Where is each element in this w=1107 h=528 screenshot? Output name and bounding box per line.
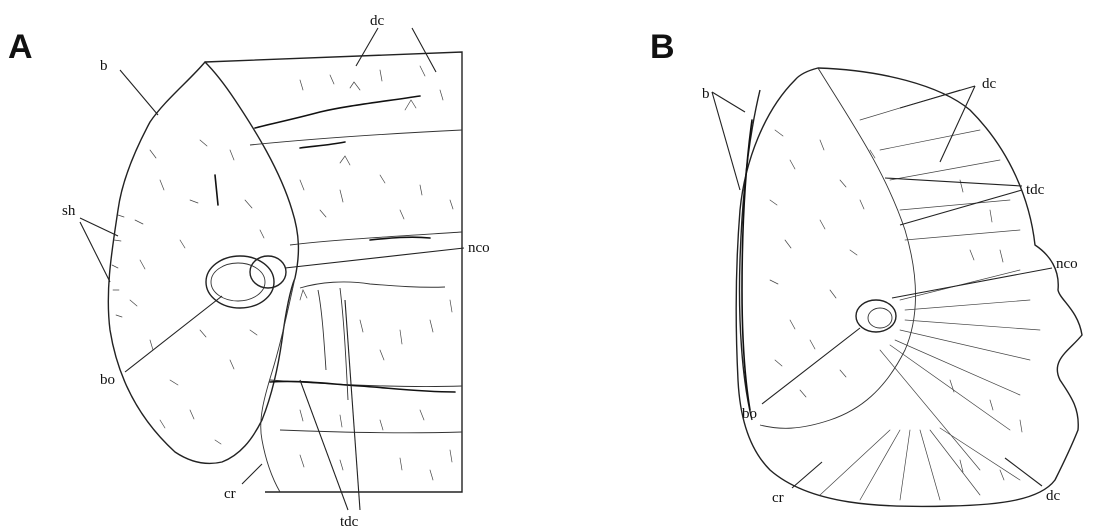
label-a-dc: dc xyxy=(370,13,385,29)
panel-a-lower-lobe xyxy=(261,278,295,492)
label-a-nco: nco xyxy=(468,240,490,256)
label-a-b: b xyxy=(100,58,108,74)
label-b-bo: bo xyxy=(742,406,757,422)
label-a-sh: sh xyxy=(62,203,76,219)
label-b-cr: cr xyxy=(772,490,784,506)
panel-a-lobe-outline xyxy=(108,62,298,464)
label-b-tdc: tdc xyxy=(1026,182,1045,198)
label-b-b: b xyxy=(702,86,710,102)
label-a-cr: cr xyxy=(224,486,236,502)
label-a-tdc: tdc xyxy=(340,514,359,528)
panel-a-block-outline xyxy=(205,52,462,492)
label-b-dc-top: dc xyxy=(982,76,997,92)
panel-b-outline xyxy=(736,68,1082,506)
label-b-dc-bottom: dc xyxy=(1046,488,1061,504)
panel-b-drawing xyxy=(712,68,1082,506)
panel-a-drawing xyxy=(80,28,464,510)
label-b-nco: nco xyxy=(1056,256,1078,272)
label-a-bo: bo xyxy=(100,372,115,388)
